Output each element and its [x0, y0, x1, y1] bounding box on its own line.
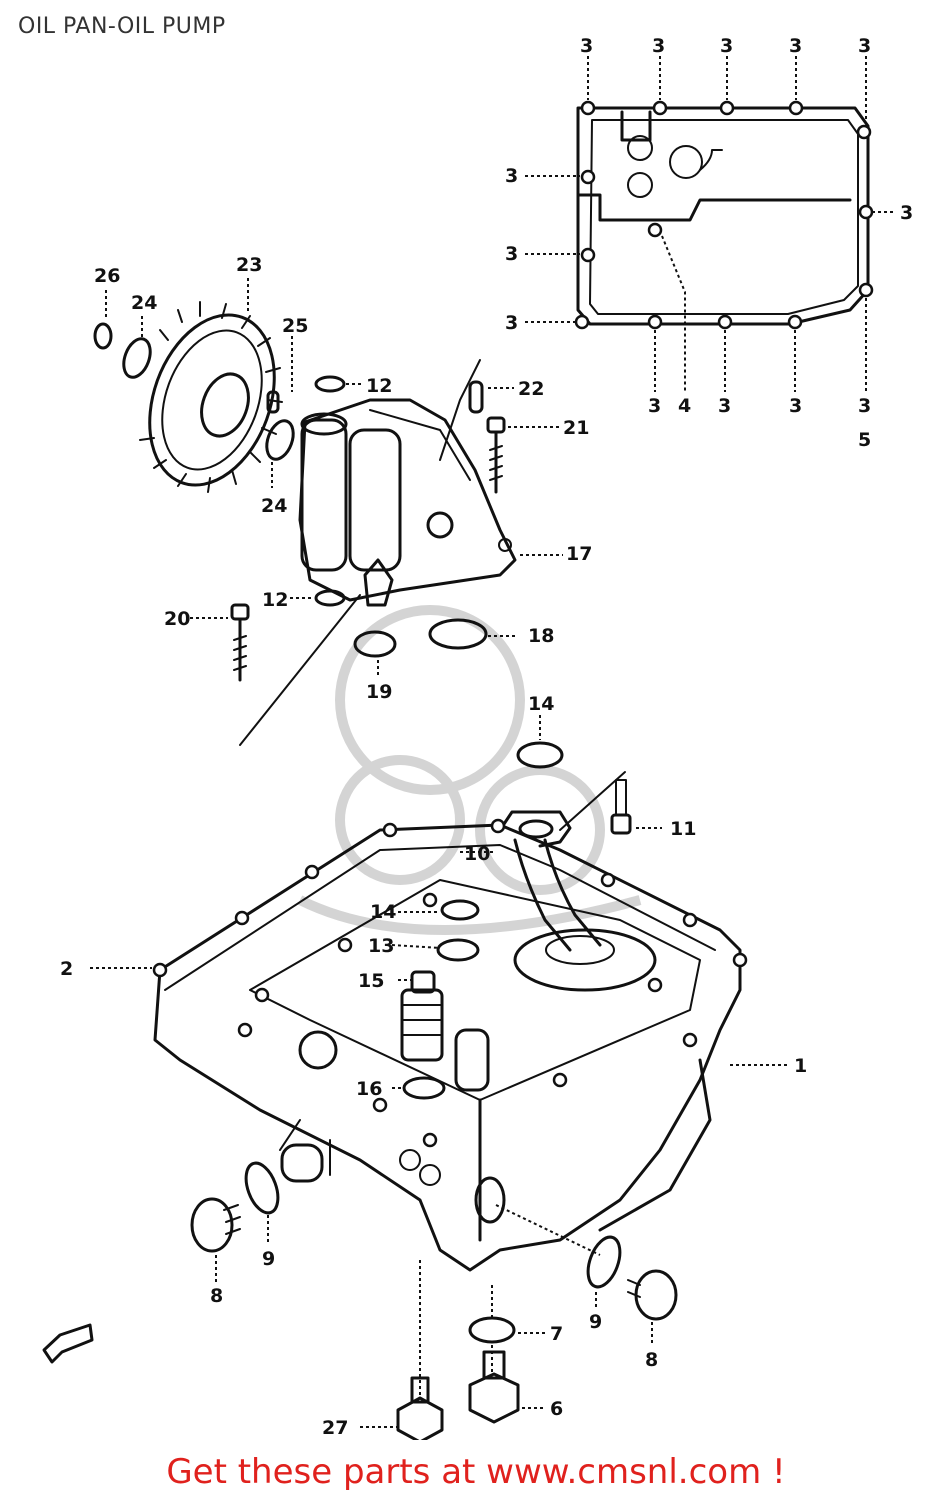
washer-9-left: [244, 1161, 280, 1215]
o-ring-14-top: [516, 741, 564, 769]
callout-2: 2: [60, 958, 73, 980]
callout-12-top: 12: [366, 375, 392, 397]
washer-7: [468, 1316, 516, 1344]
callout-15: 15: [358, 970, 384, 992]
callout-23: 23: [236, 254, 262, 276]
bolt-20: [230, 603, 250, 682]
callout-8-right: 8: [645, 1349, 658, 1371]
gasket-bolt-holes: [574, 100, 874, 330]
callout-3-right: 3: [900, 202, 913, 224]
oil-pan-body: [153, 823, 742, 1272]
callout-17: 17: [566, 543, 592, 565]
callout-14-top: 14: [528, 693, 554, 715]
drain-sleeve: [454, 1028, 490, 1092]
callout-3-bottom-3: 3: [789, 395, 802, 417]
callout-18: 18: [528, 625, 554, 647]
o-ring-19: [353, 630, 397, 658]
callout-3-left-2: 3: [505, 243, 518, 265]
pump-assembly-line: [239, 594, 361, 746]
oil-strainer-pipe: [498, 810, 657, 992]
washer-24-top: [122, 337, 152, 379]
callout-12-bottom: 12: [262, 589, 288, 611]
gasket-leader-lines: [525, 56, 896, 392]
callout-4: 4: [678, 395, 691, 417]
exploded-parts-diagram: 3 3 3 3 3 3 3 3 3 3 4 3 3 3 5 26 24 23 2…: [42, 35, 913, 1440]
drain-plug-8-right: [627, 1269, 678, 1321]
callout-3-top-1: 3: [580, 35, 593, 57]
callout-3-top-2: 3: [652, 35, 665, 57]
drain-plug-27: [396, 1376, 444, 1440]
circlip: [93, 322, 113, 350]
callout-9-right: 9: [589, 1311, 602, 1333]
callout-3-top-5: 3: [858, 35, 871, 57]
oil-pan-bolt-holes: [152, 818, 748, 1148]
callout-3-top-3: 3: [720, 35, 733, 57]
callout-3-bottom-4: 3: [858, 395, 871, 417]
pin-25: [266, 390, 280, 414]
callout-19: 19: [366, 681, 392, 703]
callout-7: 7: [550, 1323, 563, 1345]
callout-24-top: 24: [131, 292, 157, 314]
callout-3-top-4: 3: [789, 35, 802, 57]
oil-pan-gasket: [576, 106, 870, 326]
washer-24-bottom: [265, 419, 295, 461]
callout-13: 13: [368, 935, 394, 957]
o-ring-12-top: [314, 375, 346, 393]
callout-labels: 3 3 3 3 3 3 3 3 3 3 4 3 3 3 5 26 24 23 2…: [60, 35, 913, 1439]
front-arrow-mark: [42, 1323, 94, 1364]
callout-3-left-3: 3: [505, 312, 518, 334]
watermark-logo: [297, 605, 642, 935]
oil-pump-assembly: [298, 398, 517, 607]
callout-16: 16: [356, 1078, 382, 1100]
callout-9-left: 9: [262, 1248, 275, 1270]
callout-5: 5: [858, 429, 871, 451]
strainer-assembly-line: [559, 771, 626, 831]
callout-21: 21: [563, 417, 589, 439]
oil-pump-drive-gear: [139, 301, 283, 493]
pump-assembly-line-2: [439, 359, 481, 461]
callout-11: 11: [670, 818, 696, 840]
page-title: OIL PAN-OIL PUMP: [18, 14, 226, 39]
o-ring-13: [436, 938, 480, 962]
o-ring-12-bottom: [314, 589, 346, 607]
o-ring-18: [428, 618, 488, 650]
callout-24-bottom: 24: [261, 495, 287, 517]
callout-27: 27: [322, 1417, 348, 1439]
callout-25: 25: [282, 315, 308, 337]
callout-3-left-1: 3: [505, 165, 518, 187]
callout-22: 22: [518, 378, 544, 400]
dowel-22: [468, 380, 484, 414]
drain-plug-6: [468, 1350, 520, 1424]
o-ring-14-bottom: [440, 899, 480, 921]
callout-8-left: 8: [210, 1285, 223, 1307]
washer-9-right: [586, 1235, 622, 1289]
bolt-11: [610, 779, 632, 835]
drain-plug-8-left: [190, 1197, 241, 1253]
oil-pressure-switch-15: [400, 970, 444, 1062]
cmsnl-cta-link[interactable]: Get these parts at www.cmsnl.com !: [166, 1452, 786, 1492]
callout-20: 20: [164, 608, 190, 630]
callout-3-bottom-2: 3: [718, 395, 731, 417]
callout-26: 26: [94, 265, 120, 287]
o-ring-16: [402, 1076, 446, 1100]
callout-6: 6: [550, 1398, 563, 1420]
bolt-21: [486, 416, 506, 494]
callout-3-bottom-1: 3: [648, 395, 661, 417]
callout-10: 10: [464, 843, 490, 865]
part-leader-lines: [90, 278, 790, 1428]
callout-1: 1: [794, 1055, 807, 1077]
callout-14-bottom: 14: [370, 901, 396, 923]
